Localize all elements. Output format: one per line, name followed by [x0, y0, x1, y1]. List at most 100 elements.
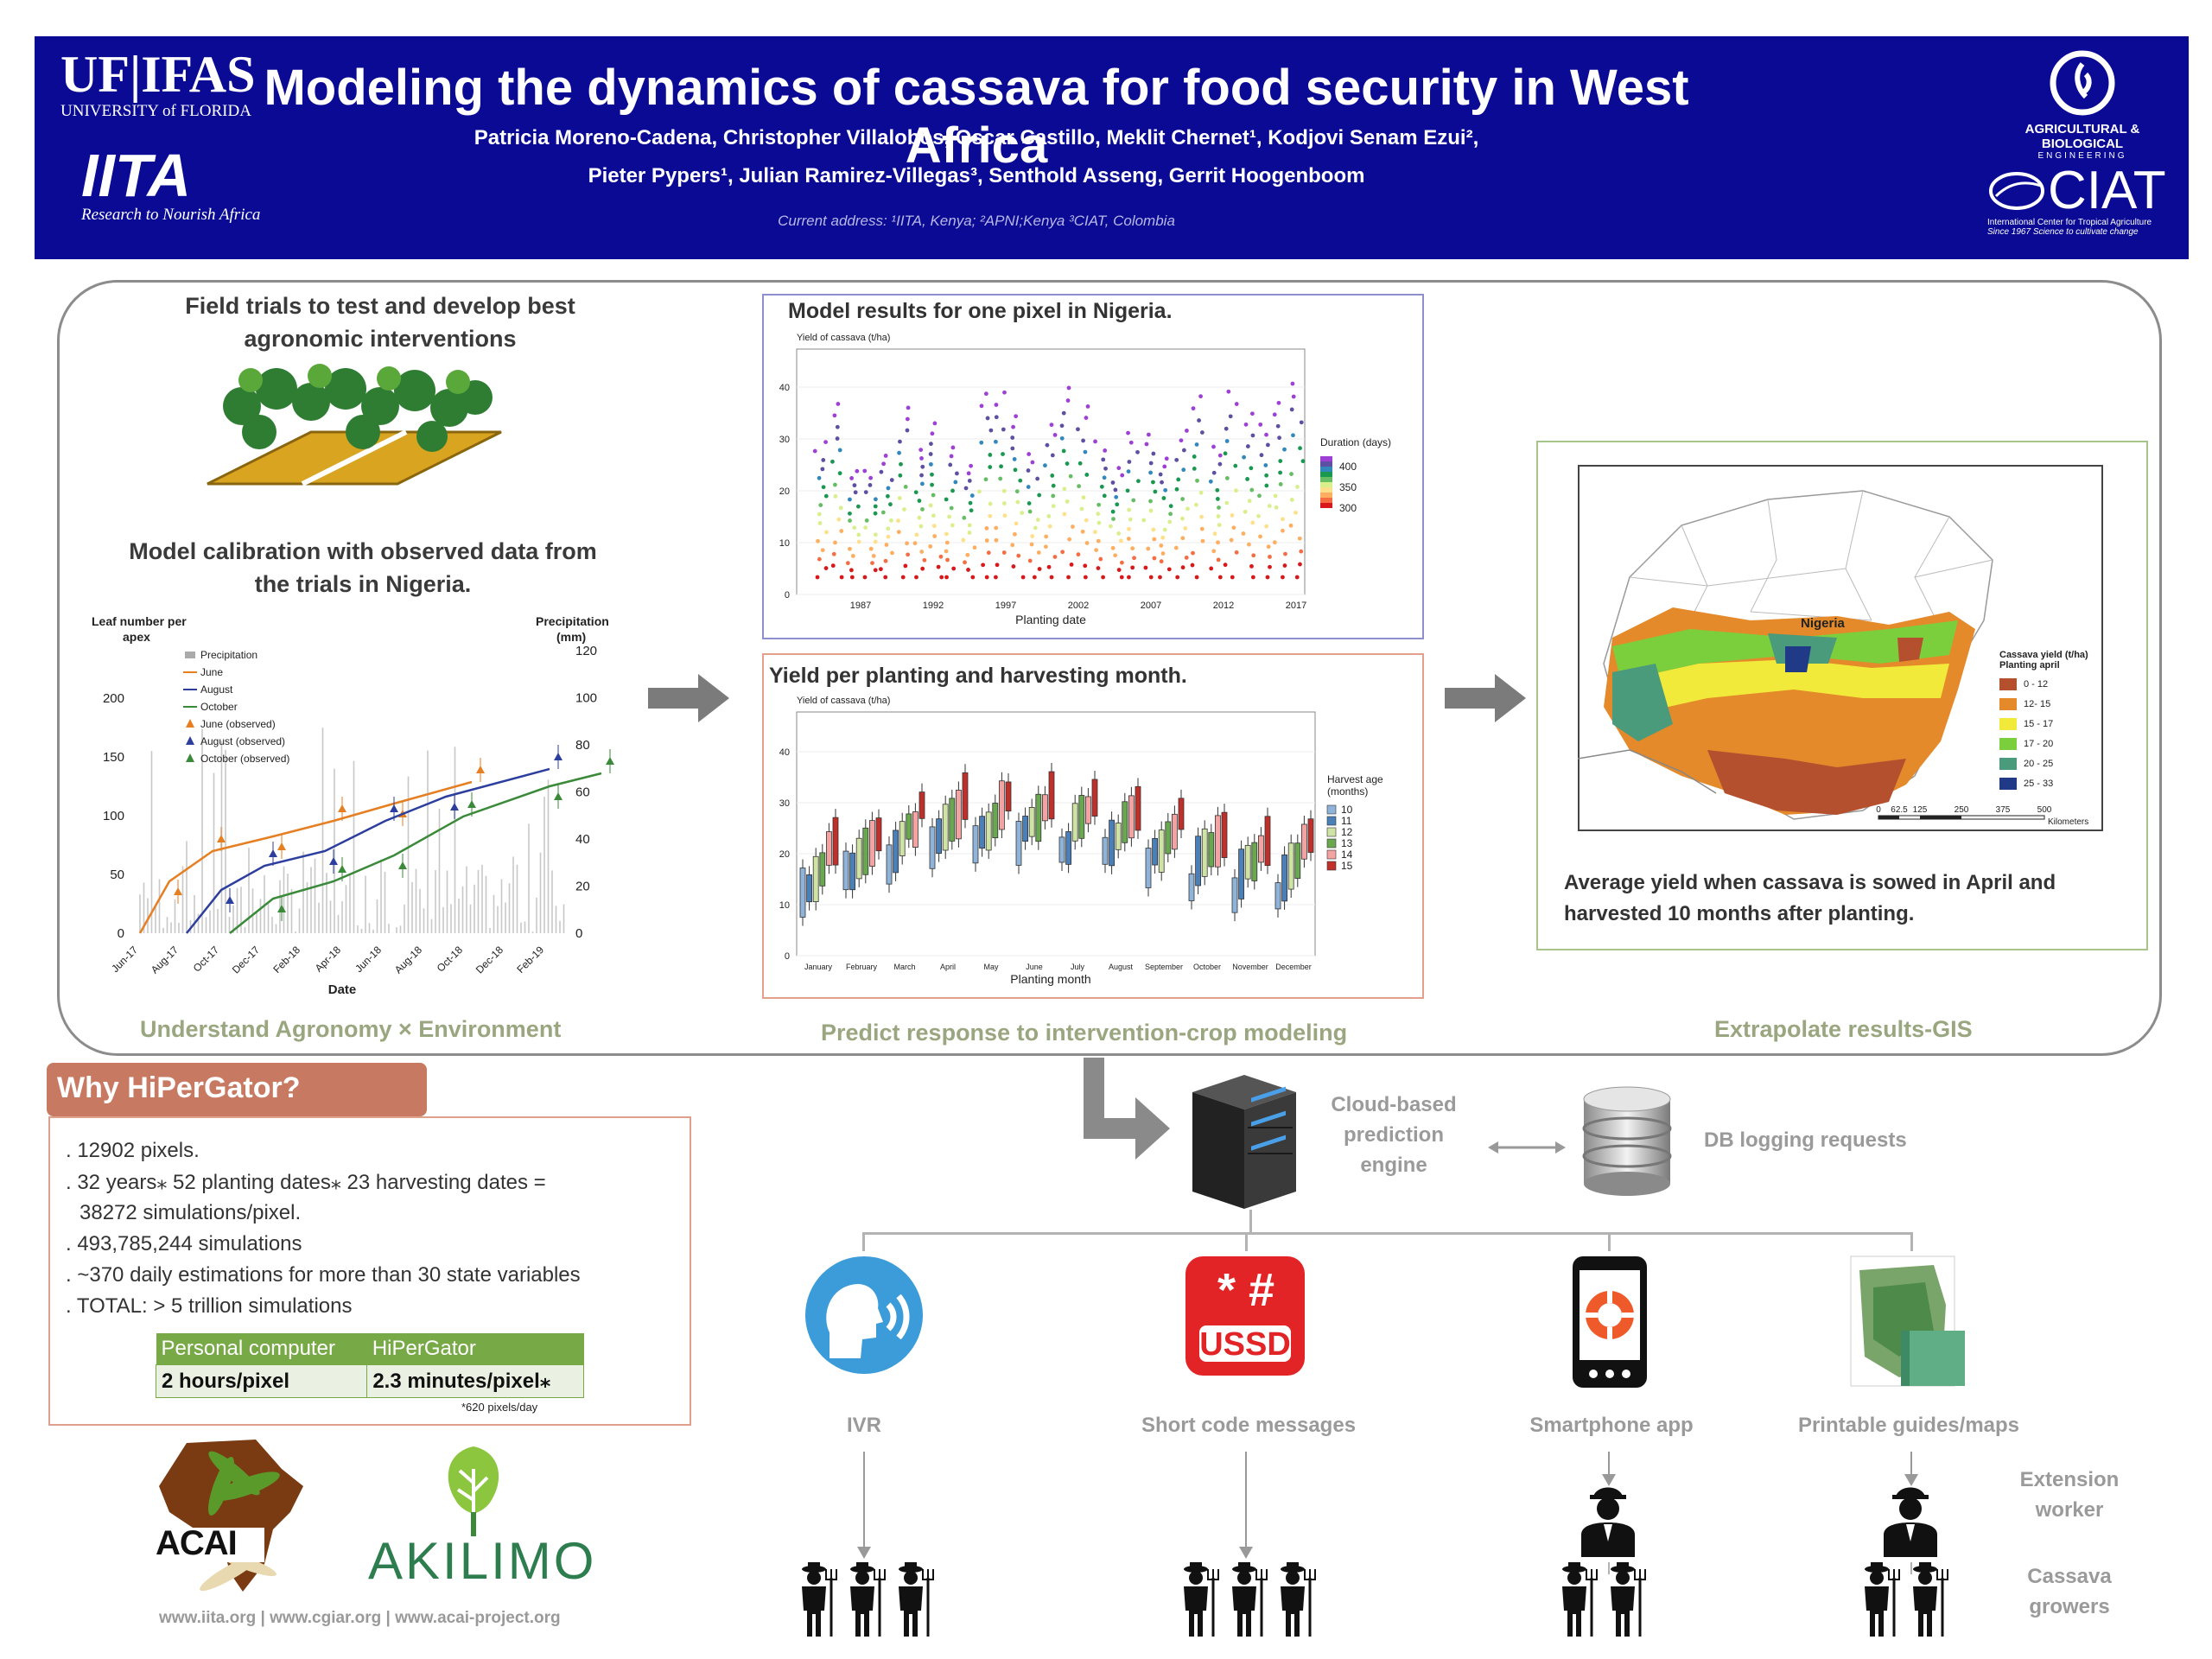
akilimo-tree-icon	[448, 1446, 499, 1536]
yield-point	[820, 548, 825, 553]
legend-label: 13	[1341, 837, 1353, 849]
box-plot	[849, 852, 855, 891]
box-plot	[1258, 835, 1264, 863]
yield-point	[897, 496, 902, 500]
box-plot	[1264, 816, 1271, 867]
legend-tick-label: 300	[1339, 502, 1357, 514]
yield-point	[1278, 482, 1283, 486]
yield-point	[1127, 575, 1131, 580]
legend-gradient-step	[1320, 461, 1332, 467]
box-plot	[1071, 803, 1078, 842]
y-right-tick-label: 100	[575, 691, 597, 706]
yield-point	[986, 550, 991, 556]
x-tick-label: February	[846, 963, 878, 971]
yield-point	[1049, 423, 1054, 428]
yield-point	[1281, 517, 1285, 522]
farmer-icon	[1913, 1562, 1948, 1637]
yield-point	[850, 554, 855, 558]
yield-point	[944, 497, 949, 502]
yield-point	[919, 456, 924, 461]
x-tick-label: July	[1071, 963, 1085, 971]
yield-point	[1051, 504, 1056, 509]
yield-point	[979, 404, 984, 409]
yield-point	[863, 490, 868, 494]
yield-point	[912, 541, 918, 546]
yield-point	[947, 514, 952, 519]
legend-swatch	[185, 652, 195, 658]
iita-logo: IITA Research to Nourish Africa	[81, 145, 280, 225]
box-plot	[799, 868, 806, 918]
x-tick-label: Jun-17	[109, 944, 140, 975]
yield-point	[1200, 538, 1205, 543]
elbow-arrow-icon	[1084, 1058, 1170, 1160]
yield-point	[951, 566, 957, 571]
yield-point	[1116, 531, 1122, 536]
yield-point	[994, 403, 999, 407]
yield-point	[1258, 422, 1263, 427]
yield-point	[823, 493, 829, 499]
yield-point	[981, 563, 986, 568]
yield-point	[1059, 423, 1065, 429]
yield-point	[984, 575, 989, 580]
yield-point	[868, 546, 874, 551]
yield-point	[1110, 509, 1116, 514]
legend-swatch	[186, 736, 194, 745]
yield-point	[1209, 566, 1214, 571]
x-tick-label: October	[1193, 963, 1221, 971]
authors-line-1: Patricia Moreno-Cadena, Christopher Vill…	[474, 126, 1479, 149]
yield-point	[1011, 564, 1016, 569]
scale-unit: Kilometers	[2048, 817, 2088, 827]
workflow-panel	[57, 280, 2162, 1056]
yield-point	[1234, 402, 1239, 406]
yield-point	[906, 552, 911, 557]
yield-point	[864, 518, 869, 523]
yield-point	[1226, 389, 1231, 394]
yield-point	[886, 534, 891, 539]
yield-point	[1079, 506, 1084, 512]
yield-point	[1194, 442, 1199, 447]
scale-tick-label: 250	[1955, 805, 1969, 815]
connector-line	[1910, 1232, 1913, 1251]
nigeria-yield-map	[1578, 465, 2103, 831]
yield-point	[966, 471, 971, 476]
box-plot	[1287, 842, 1294, 890]
yield-point	[1160, 535, 1166, 540]
yield-point	[970, 575, 976, 580]
yield-point	[1174, 457, 1179, 462]
y-left-label: Leaf number per	[92, 614, 187, 628]
map-legend-swatch	[1999, 677, 2017, 690]
connector-line	[1608, 1562, 1610, 1574]
yield-point	[1192, 454, 1197, 459]
yield-point	[1101, 575, 1105, 580]
scale-tick-label: 500	[2037, 805, 2052, 815]
yield-point	[837, 471, 842, 476]
yield-point	[1249, 411, 1255, 416]
abe-emblem-icon	[2050, 50, 2115, 116]
yield-point	[968, 500, 973, 505]
yield-point	[1152, 537, 1157, 542]
why-item: . 493,785,244 simulations	[66, 1232, 302, 1255]
x-tick-label: June	[1026, 963, 1043, 971]
box-plot	[855, 837, 862, 880]
map-legend-subtitle: Planting april	[1999, 660, 2060, 671]
extension-worker-icon	[1884, 1487, 1937, 1557]
header-banner	[35, 36, 2189, 259]
yield-point	[1181, 448, 1186, 453]
legend-label: 11	[1341, 815, 1352, 827]
yield-point	[918, 448, 924, 452]
observed-marker	[390, 804, 398, 812]
yield-point	[1001, 427, 1006, 432]
yield-point	[922, 557, 927, 563]
yield-point	[1164, 456, 1169, 461]
yield-point	[1059, 435, 1065, 441]
y-axis-label: Yield of cassava (t/ha)	[797, 333, 890, 343]
yield-point	[1098, 556, 1103, 562]
ciat-logo-tagline: Since 1967 Science to cultivate change	[1987, 227, 2139, 237]
yield-point	[1158, 575, 1162, 580]
plot-area	[796, 711, 1316, 957]
yield-point	[1026, 468, 1031, 473]
yield-point	[833, 494, 838, 499]
map-legend-label: 20 - 25	[2024, 758, 2054, 769]
yield-point	[1001, 452, 1005, 456]
x-tick-label: May	[983, 963, 999, 971]
